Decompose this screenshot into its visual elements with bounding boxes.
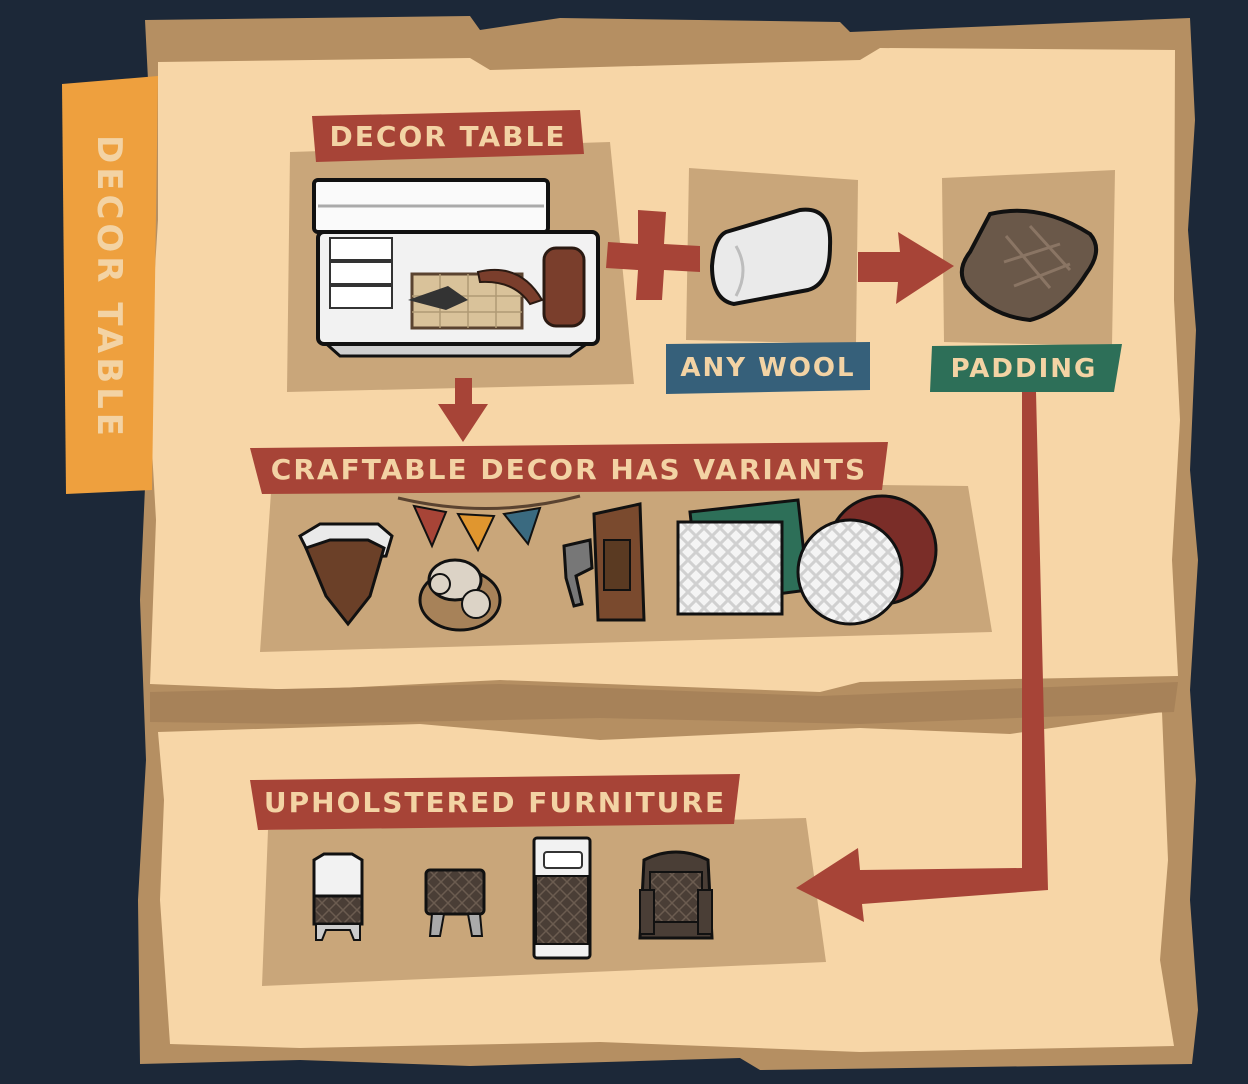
variants-items [298, 494, 938, 632]
plus-icon [606, 210, 700, 300]
tea-set-icon [418, 558, 502, 632]
wool-roll-icon [709, 207, 833, 307]
upholstered-banner [250, 774, 740, 830]
any-wool-label: ANY WOOL [680, 353, 856, 383]
decor-table-banner [312, 110, 584, 162]
side-tab [62, 76, 158, 494]
bunting-icon [397, 494, 581, 553]
bed-icon [532, 836, 592, 960]
any-wool-banner [666, 342, 870, 394]
arrows [438, 232, 1048, 922]
wolf-head-trophy-icon [298, 522, 394, 627]
round-rug-icon [796, 494, 938, 626]
side-tab-label: DECOR TABLE [89, 134, 129, 440]
upholstered-items [312, 836, 714, 960]
variants-title: CRAFTABLE DECOR HAS VARIANTS [270, 452, 868, 486]
upholstered-title: UPHOLSTERED FURNITURE [263, 785, 727, 819]
padding-icon [959, 208, 1098, 323]
variants-banner [250, 442, 888, 494]
decor-table-icon [312, 178, 600, 358]
upholstered-chair-icon [312, 852, 364, 941]
down-arrow [438, 378, 488, 442]
armchair-icon [638, 850, 714, 940]
padding-banner [930, 344, 1122, 392]
cleaver-knife-block-icon [562, 502, 646, 622]
right-arrow [858, 232, 954, 304]
banners [250, 110, 1122, 830]
decor-table-title: DECOR TABLE [329, 119, 567, 153]
padding-to-furniture-arrow [796, 392, 1048, 922]
upholstered-stool-icon [424, 868, 486, 937]
padding-label: PADDING [950, 354, 1098, 384]
